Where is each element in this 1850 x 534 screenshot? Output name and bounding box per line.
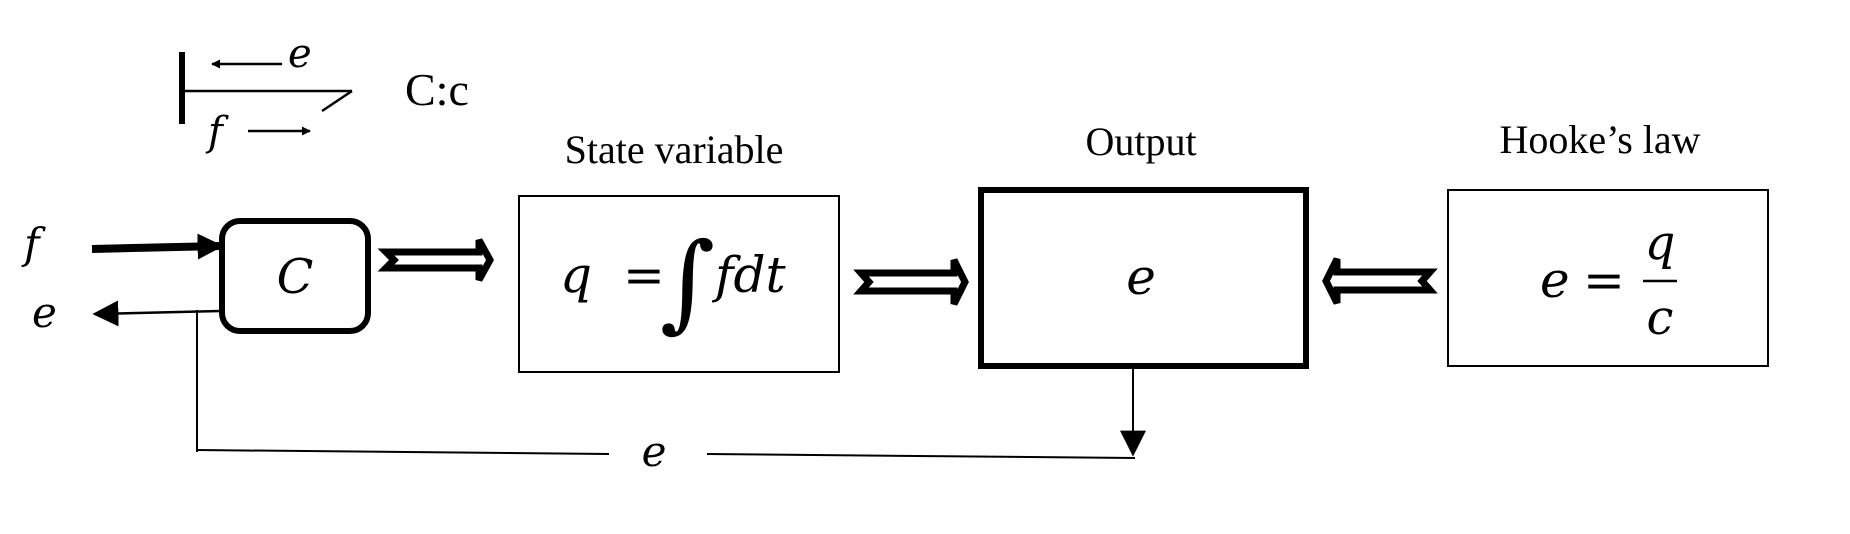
feedback-path: e [196,310,1146,476]
c-element-box [219,218,371,334]
output-block: Output e [978,119,1309,369]
output-box [978,187,1309,369]
legend-effort-symbol: e [288,31,312,77]
output-effort-arrow [92,300,221,327]
state-variable-equals: = [623,246,665,304]
state-variable-heading: State variable [565,127,784,172]
input-flow-arrow [91,233,224,260]
feedback-line-right [706,453,1136,459]
hookes-law-equals: = [1583,251,1625,309]
double-arrow-state-to-output [853,258,969,306]
state-variable-box [518,195,840,373]
state-variable-lhs: q [560,246,592,304]
hookes-law-lhs: e [1540,251,1570,309]
legend-element-label: C:c [405,64,469,115]
integral-sign: ∫ [660,220,715,343]
output-heading: Output [1085,119,1196,164]
legend: e f C:c [179,31,469,155]
ports: f e [21,219,224,337]
flow-arrows [377,238,1438,306]
state-variable-block: State variable q = ∫ fdt [518,127,840,373]
c-element-block: C [219,218,371,334]
hookes-law-block: Hooke’s law e = q c [1447,117,1769,367]
state-variable-integrand: fdt [711,246,787,304]
legend-half-arrow [321,89,353,113]
feedback-label: e [642,427,667,476]
hookes-law-heading: Hooke’s law [1499,117,1700,162]
double-arrow-law-to-output [1322,257,1438,305]
c-element-label: C [277,249,314,305]
double-arrow-c-to-state [377,238,494,282]
output-effort-symbol: e [32,288,57,337]
hookes-law-box [1447,189,1769,367]
input-flow-symbol: f [21,219,46,268]
hookes-law-numerator: q [1645,215,1676,271]
output-content: e [1126,248,1156,306]
feedback-line-left [196,449,610,455]
hookes-law-denominator: c [1647,290,1674,346]
legend-flow-symbol: f [205,109,229,155]
